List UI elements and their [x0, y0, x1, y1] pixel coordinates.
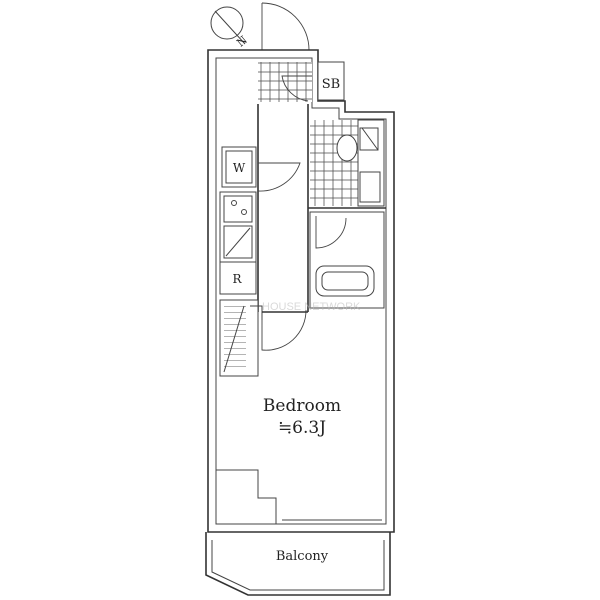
bedroom-area: ≒6.3J	[278, 418, 326, 438]
bathroom-door-swing	[315, 216, 347, 249]
washer-label: W	[233, 161, 246, 175]
closet	[219, 299, 263, 377]
kitchen	[219, 191, 257, 263]
watermark: HOUSE NETWORK	[262, 301, 361, 313]
balcony-window	[282, 519, 382, 525]
bedroom-step-wall	[216, 469, 277, 524]
bathroom	[309, 211, 385, 309]
shoe-box-label: SB	[322, 77, 340, 92]
entry-door-swing	[281, 75, 312, 102]
refrigerator-label: R	[232, 272, 242, 286]
entrance-door	[261, 2, 310, 51]
toilet-room	[310, 119, 385, 207]
bedroom: Bedroom ≒6.3J	[263, 396, 341, 438]
refrigerator-space: R	[219, 261, 257, 295]
toilet-icon	[336, 134, 358, 162]
hall-door-swing	[257, 162, 301, 192]
bedroom-door-swing	[261, 309, 307, 351]
compass: N	[210, 6, 250, 50]
partition-wall	[257, 104, 386, 312]
compass-needle	[214, 10, 246, 45]
stove	[223, 195, 253, 223]
sink	[223, 225, 253, 259]
bathtub	[315, 265, 375, 297]
balcony-label: Balcony	[276, 549, 329, 564]
bedroom-label: Bedroom	[263, 396, 341, 416]
washer-space: W	[221, 146, 257, 188]
compass-circle	[210, 6, 244, 40]
entrance-tiles	[258, 62, 312, 102]
balcony: Balcony	[205, 532, 391, 596]
shoe-box: SB	[317, 61, 345, 101]
